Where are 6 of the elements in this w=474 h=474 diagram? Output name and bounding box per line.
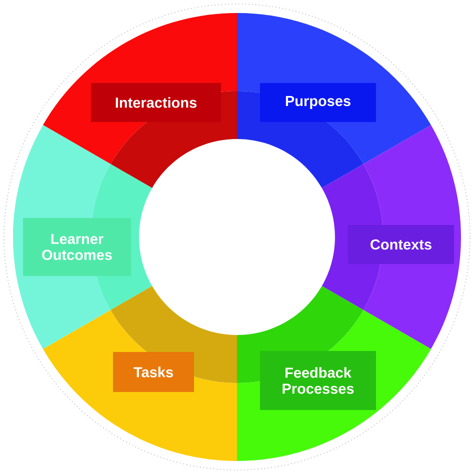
label-box: Feedback Processes — [260, 351, 376, 410]
label-box: Interactions — [91, 83, 221, 122]
label-box: Contexts — [348, 225, 454, 264]
label-box: Learner Outcomes — [23, 218, 131, 276]
label-box: Tasks — [113, 352, 194, 392]
label-box: Purposes — [260, 83, 376, 122]
